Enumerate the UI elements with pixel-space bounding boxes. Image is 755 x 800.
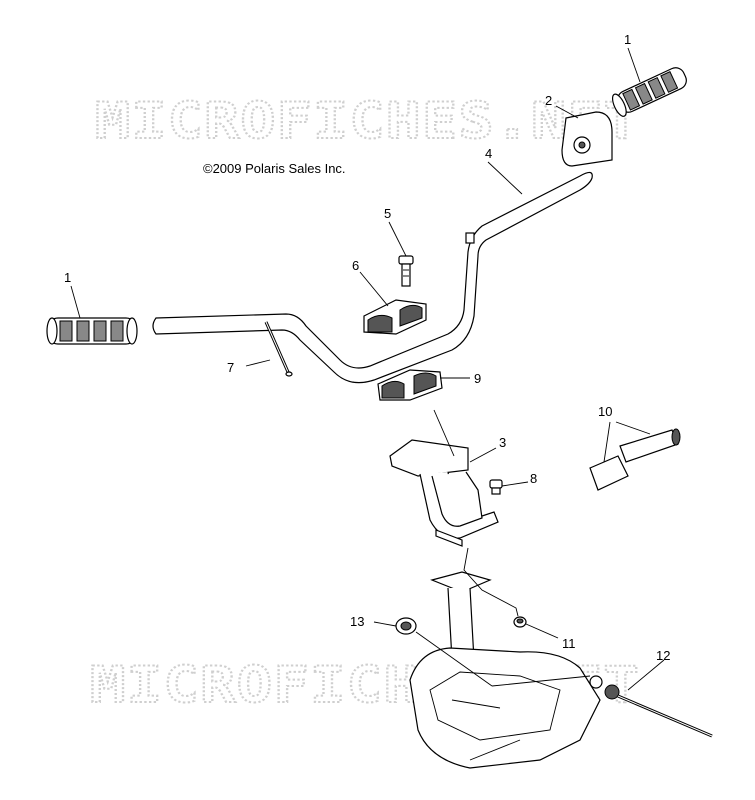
- copyright-text: ©2009 Polaris Sales Inc.: [203, 161, 346, 176]
- part-12-shaft: [589, 675, 713, 738]
- part-5-bolt: [398, 255, 414, 287]
- callout-12: 12: [656, 648, 670, 663]
- callout-6: 6: [352, 258, 359, 273]
- callout-11: 11: [562, 636, 576, 651]
- watermark-top: MICROFICHES.NET: [95, 92, 640, 150]
- callout-1-left-grip: 1: [64, 270, 71, 285]
- callout-8: 8: [530, 471, 537, 486]
- part-2-throttle-block: [561, 111, 613, 167]
- callout-10: 10: [598, 404, 612, 419]
- callout-3: 3: [499, 435, 506, 450]
- part-9-lower-clamp: [377, 369, 443, 401]
- callout-9: 9: [474, 371, 481, 386]
- part-1-right-grip: [611, 67, 687, 117]
- part-3-bracket: [389, 439, 499, 547]
- callout-2: 2: [545, 93, 552, 108]
- callout-1-right-grip: 1: [624, 32, 631, 47]
- part-8-pin: [489, 479, 503, 495]
- steering-post: [409, 571, 601, 769]
- part-6-upper-clamp: [363, 299, 427, 335]
- part-1-left-grip: [46, 317, 138, 345]
- callout-13: 13: [350, 614, 364, 629]
- callout-5: 5: [384, 206, 391, 221]
- part-10-switch: [589, 428, 681, 491]
- callout-7: 7: [227, 360, 234, 375]
- part-7-cable: [264, 321, 293, 377]
- part-11-nut: [513, 616, 527, 628]
- part-13-grommet: [395, 617, 417, 635]
- part-4-handlebar: [152, 171, 593, 384]
- callout-4: 4: [485, 146, 492, 161]
